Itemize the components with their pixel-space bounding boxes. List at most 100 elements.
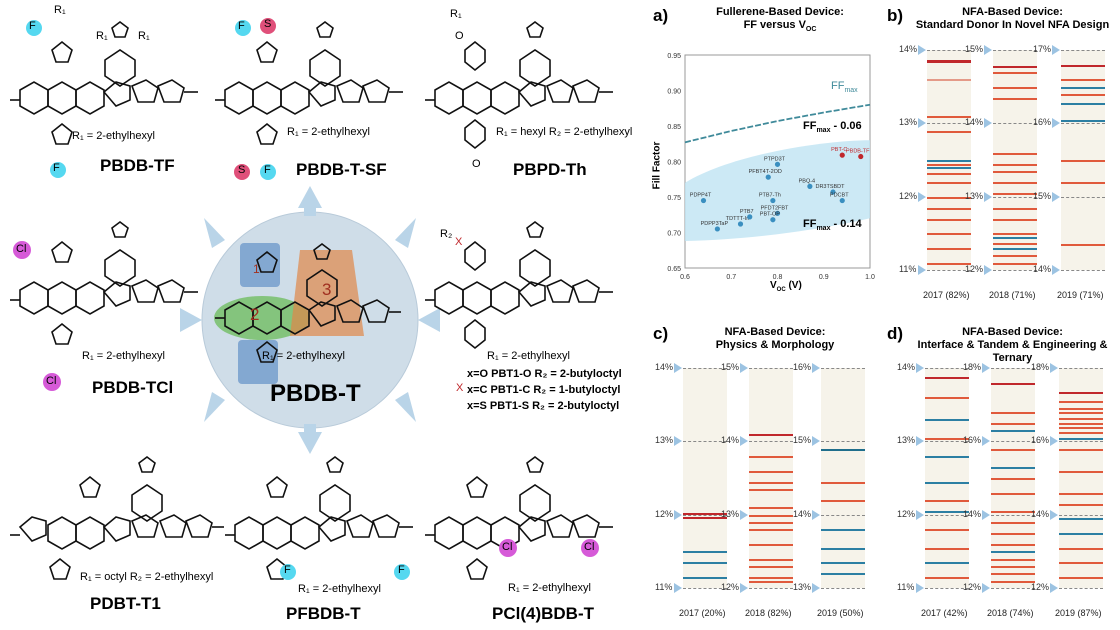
- efficiency-line: [925, 456, 969, 458]
- efficiency-line: [749, 558, 793, 561]
- panel-b-label: b): [887, 6, 904, 25]
- molecule-name: PBDB-TCl: [92, 378, 174, 397]
- strip-tick-marker: [982, 583, 990, 593]
- data-point: [770, 217, 776, 223]
- efficiency-line: [749, 514, 793, 517]
- efficiency-line: [925, 500, 969, 502]
- strip-column: [1059, 368, 1103, 588]
- efficiency-line: [927, 130, 971, 133]
- pbt1-variant: x=S PBT1-S R₂ = 2-butyloctyl: [467, 400, 620, 412]
- atom-label: F: [284, 564, 291, 576]
- strip-tick-label: 17%: [1033, 44, 1052, 54]
- efficiency-line: [993, 97, 1037, 100]
- strip-tick-label: 16%: [963, 435, 982, 446]
- point-label: PDCBT: [830, 193, 849, 199]
- strip-tick-marker: [1050, 436, 1058, 447]
- unit-number: 2: [250, 305, 260, 324]
- r-note: R₁ = 2-ethylhexyl: [262, 350, 345, 362]
- panel-d-title-line1: NFA-Based Device:: [962, 326, 1063, 338]
- efficiency-line: [927, 160, 971, 162]
- strip-grid-line: [925, 514, 969, 516]
- strip-tick-marker: [1052, 45, 1060, 55]
- strip-column-label: 2017 (20%): [679, 608, 726, 618]
- panel-a-title-sub: OC: [805, 26, 817, 34]
- strip-tick-label: 12%: [721, 582, 740, 592]
- efficiency-line: [991, 478, 1035, 480]
- ann-lower-main: FF: [803, 218, 817, 230]
- panel-b-title-line1: NFA-Based Device:: [962, 6, 1063, 18]
- strip-tick-label: 14%: [963, 508, 982, 519]
- efficiency-line: [749, 522, 793, 524]
- efficiency-line: [1059, 492, 1103, 495]
- data-point: [774, 161, 781, 167]
- efficiency-line: [1059, 437, 1103, 440]
- unit1-box-top: [240, 243, 280, 287]
- atom-label: R₁: [450, 8, 462, 20]
- strip-tick-label: 12%: [965, 264, 984, 274]
- panel-c-title: NFA-Based Device: Physics & Morphology: [675, 326, 875, 352]
- strip-tick-marker: [812, 583, 820, 593]
- strip-tick-label: 14%: [721, 435, 740, 446]
- strip-tick-marker: [740, 583, 748, 593]
- strip-tick-label: 12%: [897, 508, 916, 519]
- efficiency-line: [991, 533, 1035, 535]
- efficiency-line: [993, 218, 1037, 221]
- strip-tick-label: 13%: [793, 582, 812, 592]
- data-point: [714, 226, 720, 232]
- strip-tick-label: 16%: [1033, 117, 1052, 128]
- atom-label: F: [238, 20, 245, 32]
- strip-grid-line: [993, 270, 1037, 271]
- efficiency-line: [821, 529, 865, 532]
- efficiency-line: [927, 233, 971, 236]
- efficiency-line: [991, 430, 1035, 433]
- strip-tick-marker: [674, 509, 682, 520]
- strip-tick-label: 12%: [1031, 582, 1050, 592]
- efficiency-line: [991, 551, 1035, 554]
- strip-tick-label: 14%: [1033, 264, 1052, 274]
- strip-tick-marker: [674, 436, 682, 447]
- point-label: PFBT4T-2OD: [749, 169, 782, 175]
- efficiency-line: [927, 173, 971, 176]
- r-note: R₁ = octyl R₂ = 2-ethylhexyl: [80, 571, 214, 583]
- strip-tick-marker: [916, 509, 924, 520]
- strip-grid-line: [821, 368, 865, 369]
- ff-band: [685, 140, 870, 242]
- efficiency-line: [1061, 102, 1105, 105]
- atom-label: R₁: [138, 30, 150, 42]
- strip-grid-line: [993, 123, 1037, 125]
- molecule-name: PCl(4)BDB-T: [492, 604, 594, 623]
- efficiency-line: [1061, 244, 1105, 247]
- efficiency-line: [925, 397, 969, 400]
- unit1-box-bottom: [238, 340, 278, 384]
- panel-d-label: d): [887, 324, 904, 343]
- atom-label: X: [456, 382, 464, 394]
- strip-grid-line: [683, 441, 727, 443]
- efficiency-line: [1059, 547, 1103, 550]
- strip-grid-line: [925, 441, 969, 443]
- strip-tick-marker: [740, 436, 748, 447]
- atom-label: O: [472, 158, 481, 170]
- efficiency-line: [927, 207, 971, 210]
- efficiency-line: [749, 456, 793, 458]
- data-point: [839, 197, 845, 204]
- efficiency-line: [991, 382, 1035, 385]
- efficiency-line: [993, 72, 1037, 74]
- efficiency-line: [991, 558, 1035, 561]
- strip-tick-label: 14%: [1031, 508, 1050, 519]
- strip-tick-label: 15%: [721, 362, 740, 372]
- strip-tick-marker: [984, 45, 992, 55]
- efficiency-line: [991, 580, 1035, 583]
- efficiency-line: [683, 516, 727, 519]
- efficiency-line: [749, 544, 793, 546]
- ann-upper-sub: max: [816, 127, 831, 135]
- strip-tick-marker: [1050, 363, 1058, 373]
- strip-grid-line: [927, 123, 971, 125]
- strip-tick-marker: [740, 363, 748, 373]
- efficiency-line: [993, 248, 1037, 250]
- efficiency-line: [1061, 86, 1105, 89]
- efficiency-line: [683, 513, 727, 516]
- strip-grid-line: [927, 270, 971, 271]
- x-tick-label: 0.9: [819, 274, 829, 281]
- efficiency-line: [1059, 470, 1103, 473]
- strip-tick-label: 12%: [899, 190, 918, 201]
